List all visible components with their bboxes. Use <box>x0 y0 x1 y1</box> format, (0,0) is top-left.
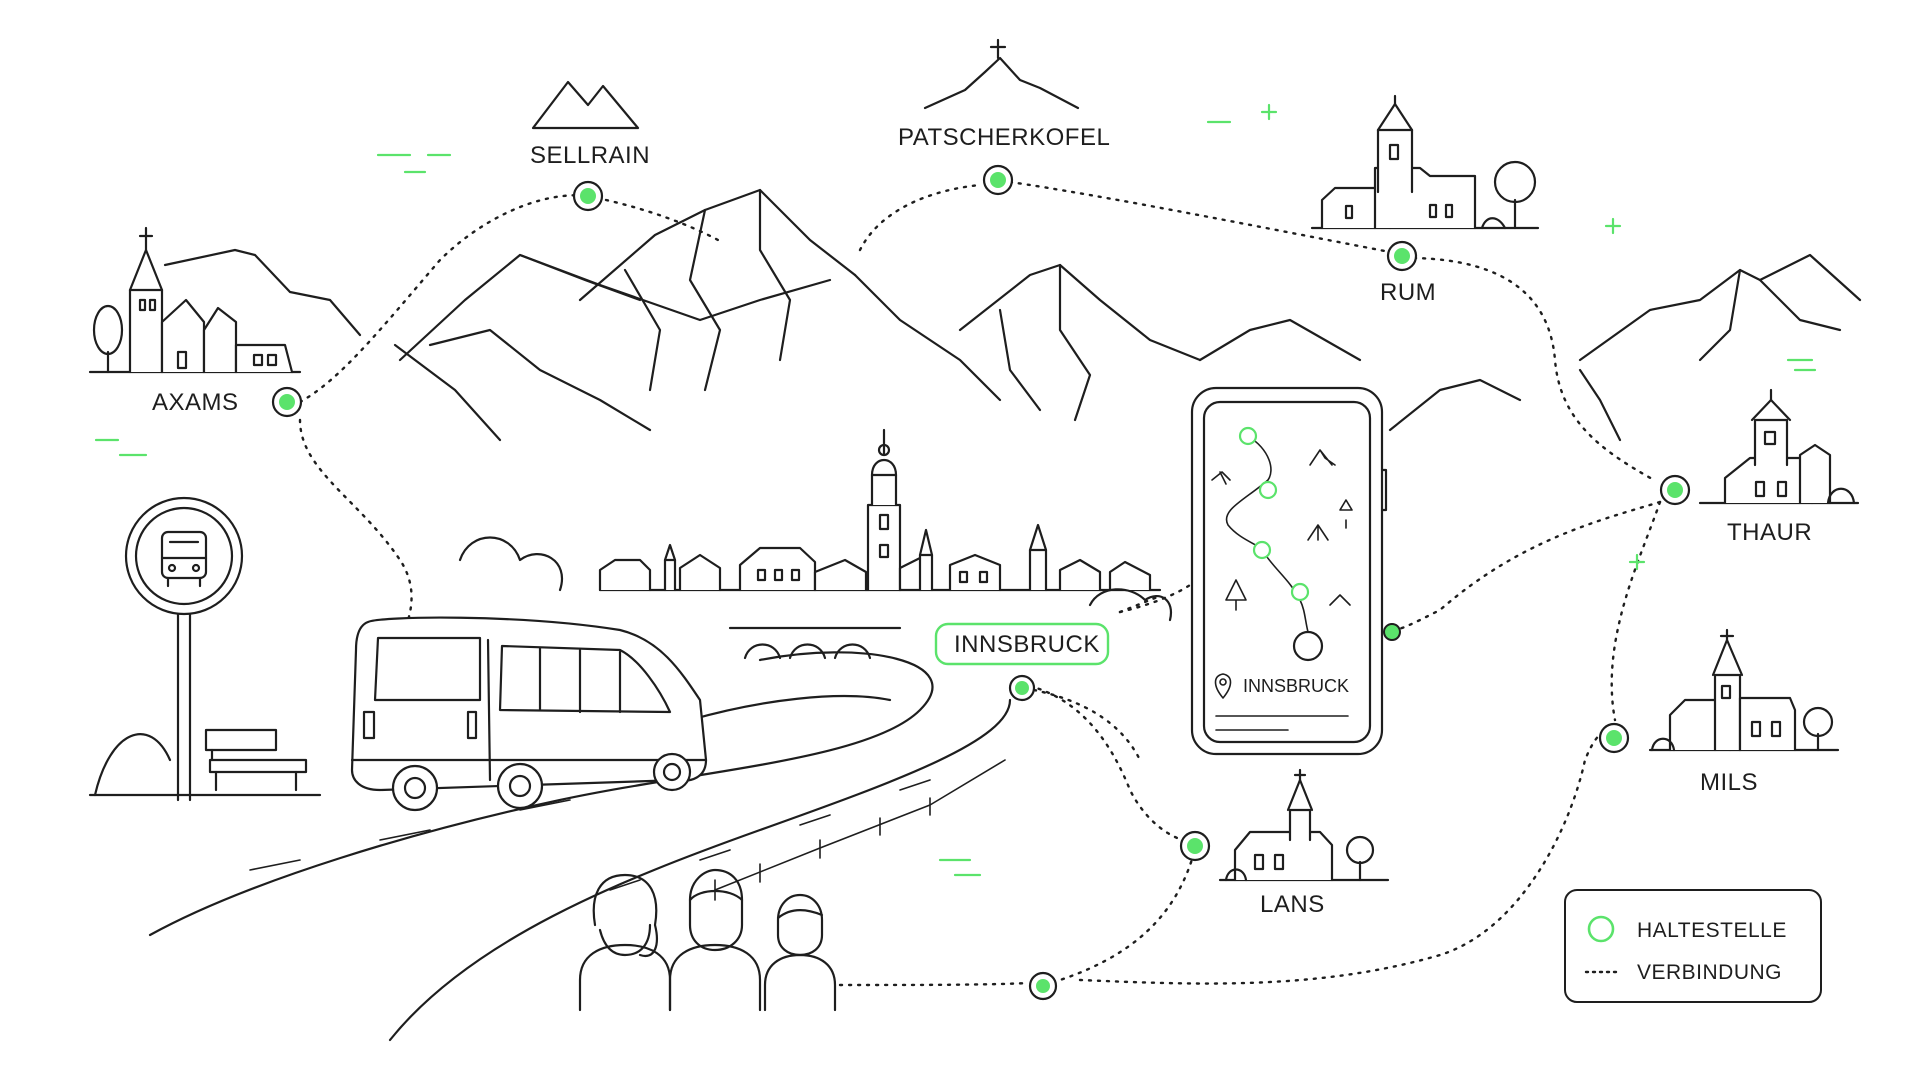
bus-icon <box>160 530 208 588</box>
route-network <box>298 180 1662 987</box>
accent-marks <box>94 103 1817 877</box>
place-label-lans: LANS <box>1260 891 1325 918</box>
stop-sellrain[interactable] <box>572 180 604 212</box>
stop-patscherkofel[interactable] <box>982 164 1014 196</box>
legend-stop-label: HALTESTELLE <box>1637 919 1787 942</box>
stop-innsbruck[interactable] <box>1008 674 1036 702</box>
map-pin-icon <box>1214 673 1232 699</box>
patscherkofel-summit-cross-icon <box>923 38 1080 110</box>
axams-village-icon <box>88 226 302 374</box>
mils-village-icon <box>1648 628 1840 752</box>
bush-left <box>93 733 172 797</box>
thaur-village-icon <box>1698 388 1860 505</box>
stop-passengers[interactable] <box>1028 971 1058 1001</box>
stop-axams[interactable] <box>271 386 303 418</box>
legend-connection-label: VERBINDUNG <box>1637 961 1782 984</box>
people-icon <box>578 868 837 1012</box>
place-label-innsbruck: INNSBRUCK <box>954 631 1100 658</box>
stop-thaur[interactable] <box>1659 474 1691 506</box>
stop-lans[interactable] <box>1179 830 1211 862</box>
lans-village-icon <box>1218 768 1390 882</box>
stop-phone[interactable] <box>1383 623 1401 641</box>
innsbruck-town-icon <box>458 428 1173 660</box>
place-label-axams: AXAMS <box>152 389 239 416</box>
minibus-icon <box>350 616 708 812</box>
bus-stop-sign <box>124 496 244 802</box>
legend-stop-icon <box>1587 915 1615 943</box>
mountain-range <box>163 188 1862 442</box>
stop-rum[interactable] <box>1386 240 1418 272</box>
place-label-patscherkofel: PATSCHERKOFEL <box>898 124 1110 151</box>
place-label-mils: MILS <box>1700 769 1758 796</box>
place-label-sellrain: SELLRAIN <box>530 142 650 169</box>
stop-mils[interactable] <box>1598 722 1630 754</box>
place-label-rum: RUM <box>1380 279 1436 306</box>
innsbruck-label-badge[interactable]: INNSBRUCK <box>934 622 1110 666</box>
smartphone-map[interactable]: INNSBRUCK <box>1190 386 1388 756</box>
sellrain-mountain-icon <box>531 80 640 130</box>
rum-village-icon <box>1310 94 1540 230</box>
place-label-thaur: THAUR <box>1727 519 1812 546</box>
phone-location-label: INNSBRUCK <box>1243 676 1349 696</box>
legend: HALTESTELLE VERBINDUNG <box>1564 889 1822 1003</box>
bench-icon <box>204 728 308 792</box>
